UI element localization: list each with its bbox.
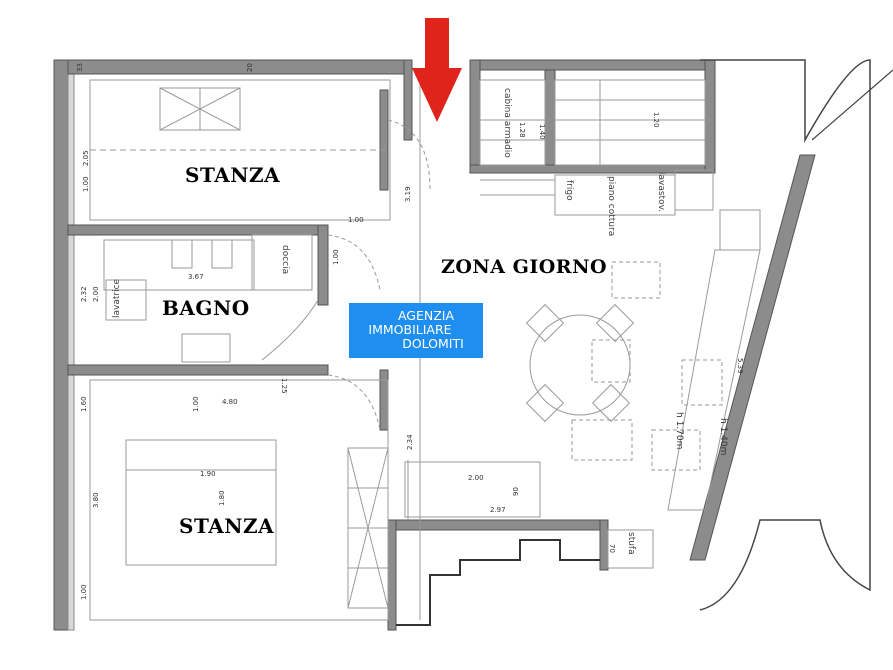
dim-2-00-v: 2.00 xyxy=(92,286,100,302)
badge-line-1: AGENZIA xyxy=(397,308,455,323)
dim-h170: h 1.70m xyxy=(674,412,684,450)
dim-1-20: 1.20 xyxy=(652,112,660,128)
fixture-label-lavatrice: lavatrice xyxy=(112,278,122,318)
dim-20: 20 xyxy=(246,63,254,72)
wall-stanza-bagno xyxy=(67,224,329,236)
dim-2-97: 2.97 xyxy=(490,506,506,514)
dim-1-80: 1.80 xyxy=(218,490,226,506)
dim-3-19: 3.19 xyxy=(404,186,412,202)
dim-90: 90 xyxy=(512,487,520,496)
dim-1-00-e: 1.00 xyxy=(80,584,88,600)
dim-33: 33 xyxy=(76,63,84,72)
fixture-label-stufa: stufa xyxy=(626,532,636,555)
dim-1-40: 1.40 xyxy=(538,124,546,140)
dim-1-28: 1.28 xyxy=(518,122,526,138)
fixture-label-doccia: doccia xyxy=(280,245,290,275)
wall-slanted xyxy=(689,154,816,561)
badge-line-2: IMMOBILIARE xyxy=(368,322,452,337)
walls xyxy=(53,59,816,631)
dim-1-00-a: 1.00 xyxy=(82,176,90,192)
agency-badge: AGENZIA IMMOBILIARE DOLOMITI xyxy=(349,303,483,358)
detail-lines xyxy=(89,79,761,621)
wall-bottom xyxy=(396,539,600,626)
dim-3-80: 3.80 xyxy=(92,492,100,508)
dim-3-67: 3.67 xyxy=(188,273,204,281)
badge-line-3: DOLOMITI xyxy=(402,336,464,351)
dim-2-05: 2.05 xyxy=(82,150,90,166)
dim-1-00-d: 1.00 xyxy=(192,396,200,412)
fixture-label-piano-cottura: piano cottura xyxy=(606,176,616,237)
exterior-curve xyxy=(699,59,871,611)
dim-70: 70 xyxy=(608,544,616,553)
fixture-label-frigo: frigo xyxy=(564,180,574,201)
entrance-arrow-icon xyxy=(412,18,462,122)
dim-2-32: 2.32 xyxy=(80,286,88,302)
dim-1-25: 1.25 xyxy=(280,378,288,394)
dim-2-00-h: 2.00 xyxy=(468,474,484,482)
dim-4-80: 4.80 xyxy=(222,398,238,406)
dim-1-00-b: 1.00 xyxy=(348,216,364,224)
dim-1-00-c: 1.00 xyxy=(332,249,340,265)
room-label-zona-giorno: ZONA GIORNO xyxy=(441,256,608,278)
room-label-stanza-top: STANZA xyxy=(185,163,281,187)
fixture-label-cabina-armadio: cabina armadio xyxy=(502,88,512,158)
dim-5-39: 5.39 xyxy=(736,358,744,374)
fixture-label-lavastoviglie: lavastov. xyxy=(656,172,666,213)
room-label-bagno: BAGNO xyxy=(162,296,250,320)
dim-2-34: 2.34 xyxy=(406,434,414,450)
dim-1-90: 1.90 xyxy=(200,470,216,478)
dim-1-60: 1.60 xyxy=(80,396,88,412)
dim-h140: h 1.40m xyxy=(718,418,728,456)
room-label-stanza-bottom: STANZA xyxy=(179,514,275,538)
wall-bagno-stanza xyxy=(67,364,329,376)
wall-top xyxy=(67,59,409,75)
wall-left xyxy=(53,59,69,631)
